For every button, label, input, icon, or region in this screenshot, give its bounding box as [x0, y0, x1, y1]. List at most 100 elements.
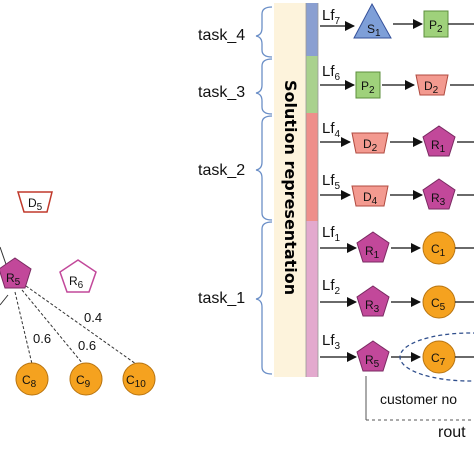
svg-text:P2: P2: [429, 18, 443, 35]
customer-text: customer no: [380, 391, 457, 407]
node-c9-sub: 9: [85, 379, 91, 390]
svg-text:D2: D2: [363, 137, 378, 154]
row-lf7-sub: 7: [335, 16, 341, 27]
svg-text:R3: R3: [365, 298, 380, 315]
task-1-label: task_1: [198, 290, 245, 307]
svg-text:Lf3: Lf3: [322, 332, 341, 352]
row-lf3: Lf3 R5 C7: [320, 332, 474, 382]
task-labels: task_4 task_3 task_2 task_1: [198, 6, 273, 375]
node-r6-letter: R: [69, 274, 78, 288]
row-lf7: Lf7 S1 P2: [320, 2, 474, 39]
node-r5-sub: 5: [15, 277, 21, 288]
strip-task-1: [306, 221, 318, 377]
circle-c7-row3: C7: [422, 340, 456, 374]
pentagon-r3-row5: R3: [422, 178, 456, 210]
svg-text:Lf6: Lf6: [322, 63, 341, 83]
svg-text:Lf2: Lf2: [322, 277, 341, 297]
route-text: rout: [438, 424, 466, 441]
row-lf2: Lf2 R3 C5: [320, 277, 474, 319]
trapezoid-d4-row5: D4: [351, 185, 389, 207]
strip-task-3: [306, 56, 318, 113]
svg-text:C10: C10: [126, 373, 146, 390]
triangle-s1: S1: [353, 2, 392, 39]
customer-node-ellipse: [399, 332, 474, 382]
brace-task-3: [255, 58, 273, 115]
svg-text:Lf1: Lf1: [322, 224, 341, 244]
row-lf1-label: Lf: [322, 224, 335, 241]
svg-text:R1: R1: [365, 244, 380, 261]
pentagon-r3-row2: R3: [356, 285, 390, 317]
row-lf3-sub: 3: [335, 341, 341, 352]
row-lf2-label: Lf: [322, 277, 335, 294]
svg-text:D4: D4: [363, 190, 378, 207]
square-p2-row6: P2: [355, 71, 381, 99]
row-lf6-label: Lf: [322, 63, 335, 80]
row-lf4: Lf4 D2 R1: [320, 120, 474, 157]
svg-text:R5: R5: [365, 353, 380, 370]
row-lf1-sub: 1: [335, 233, 341, 244]
solution-label: Solution representation: [281, 80, 300, 295]
edge-r5-c9: [21, 289, 84, 365]
row-lf5-sub: 5: [335, 181, 341, 192]
node-c9: C9: [69, 362, 103, 396]
edge-label-2: 0.6: [78, 338, 96, 353]
edge-r5-left2: [0, 294, 9, 306]
task-strips: [305, 3, 319, 377]
svg-text:Lf4: Lf4: [322, 120, 341, 140]
row-lf4-label: Lf: [322, 120, 335, 137]
task-3-label: task_3: [198, 84, 245, 101]
svg-text:R1: R1: [431, 138, 446, 155]
strip-task-2: [306, 113, 318, 221]
svg-text:R3: R3: [431, 191, 446, 208]
row-lf5-label: Lf: [322, 172, 335, 189]
square-p2-row7: P2: [423, 10, 449, 38]
pentagon-r5-row3: R5: [356, 340, 390, 372]
node-c10: C10: [122, 362, 156, 396]
row-lf3-label: Lf: [322, 332, 335, 349]
svg-text:Lf5: Lf5: [322, 172, 341, 192]
circle-c1-row1: C1: [422, 231, 456, 265]
row-lf7-label: Lf: [322, 7, 335, 24]
trapezoid-d2-row6: D2: [415, 74, 449, 96]
node-r6: R6: [59, 259, 97, 293]
trapezoid-d2-row4: D2: [351, 132, 389, 154]
circle-c5-row2: C5: [422, 285, 456, 319]
row-lf6-sub: 6: [335, 72, 341, 83]
node-c8-sub: 8: [31, 379, 37, 390]
row-lf1: Lf1 R1 C1: [320, 224, 474, 265]
node-c8-letter: C: [22, 373, 31, 387]
svg-text:C9: C9: [76, 373, 91, 390]
edge-label-1: 0.6: [33, 331, 51, 346]
left-graph: D5 R5 R6 C8 C9 C10 0.6 0.6 0.4: [0, 191, 156, 396]
pentagon-r1-row1: R1: [356, 231, 390, 263]
brace-task-4: [255, 6, 273, 58]
edge-r5-c10: [25, 285, 137, 365]
brace-task-2: [255, 115, 273, 221]
node-r5-letter: R: [6, 271, 15, 285]
svg-text:D2: D2: [424, 79, 439, 96]
bottom-annotations: customer no rout: [365, 376, 474, 441]
svg-text:R5: R5: [6, 271, 21, 288]
node-d5-letter: D: [28, 196, 37, 210]
svg-text:R6: R6: [69, 274, 84, 291]
task-2-label: task_2: [198, 162, 245, 179]
svg-text:P2: P2: [361, 79, 375, 96]
strip-task-4: [306, 3, 318, 56]
edge-label-3: 0.4: [84, 310, 102, 325]
task-4-label: task_4: [198, 27, 245, 44]
svg-text:D5: D5: [28, 196, 43, 213]
node-c8: C8: [15, 362, 49, 396]
node-c10-letter: C: [126, 373, 135, 387]
node-r6-sub: 6: [78, 280, 84, 291]
svg-text:C8: C8: [22, 373, 37, 390]
node-d5: D5: [16, 191, 53, 213]
row-lf5: Lf5 D4 R3: [320, 172, 474, 210]
svg-text:Lf7: Lf7: [322, 7, 341, 27]
node-c9-letter: C: [76, 373, 85, 387]
row-lf2-sub: 2: [335, 286, 341, 297]
svg-text:C7: C7: [431, 351, 446, 368]
row-lf6: Lf6 P2 D2: [320, 63, 474, 99]
svg-text:S1: S1: [367, 22, 381, 39]
svg-text:C5: C5: [431, 296, 446, 313]
